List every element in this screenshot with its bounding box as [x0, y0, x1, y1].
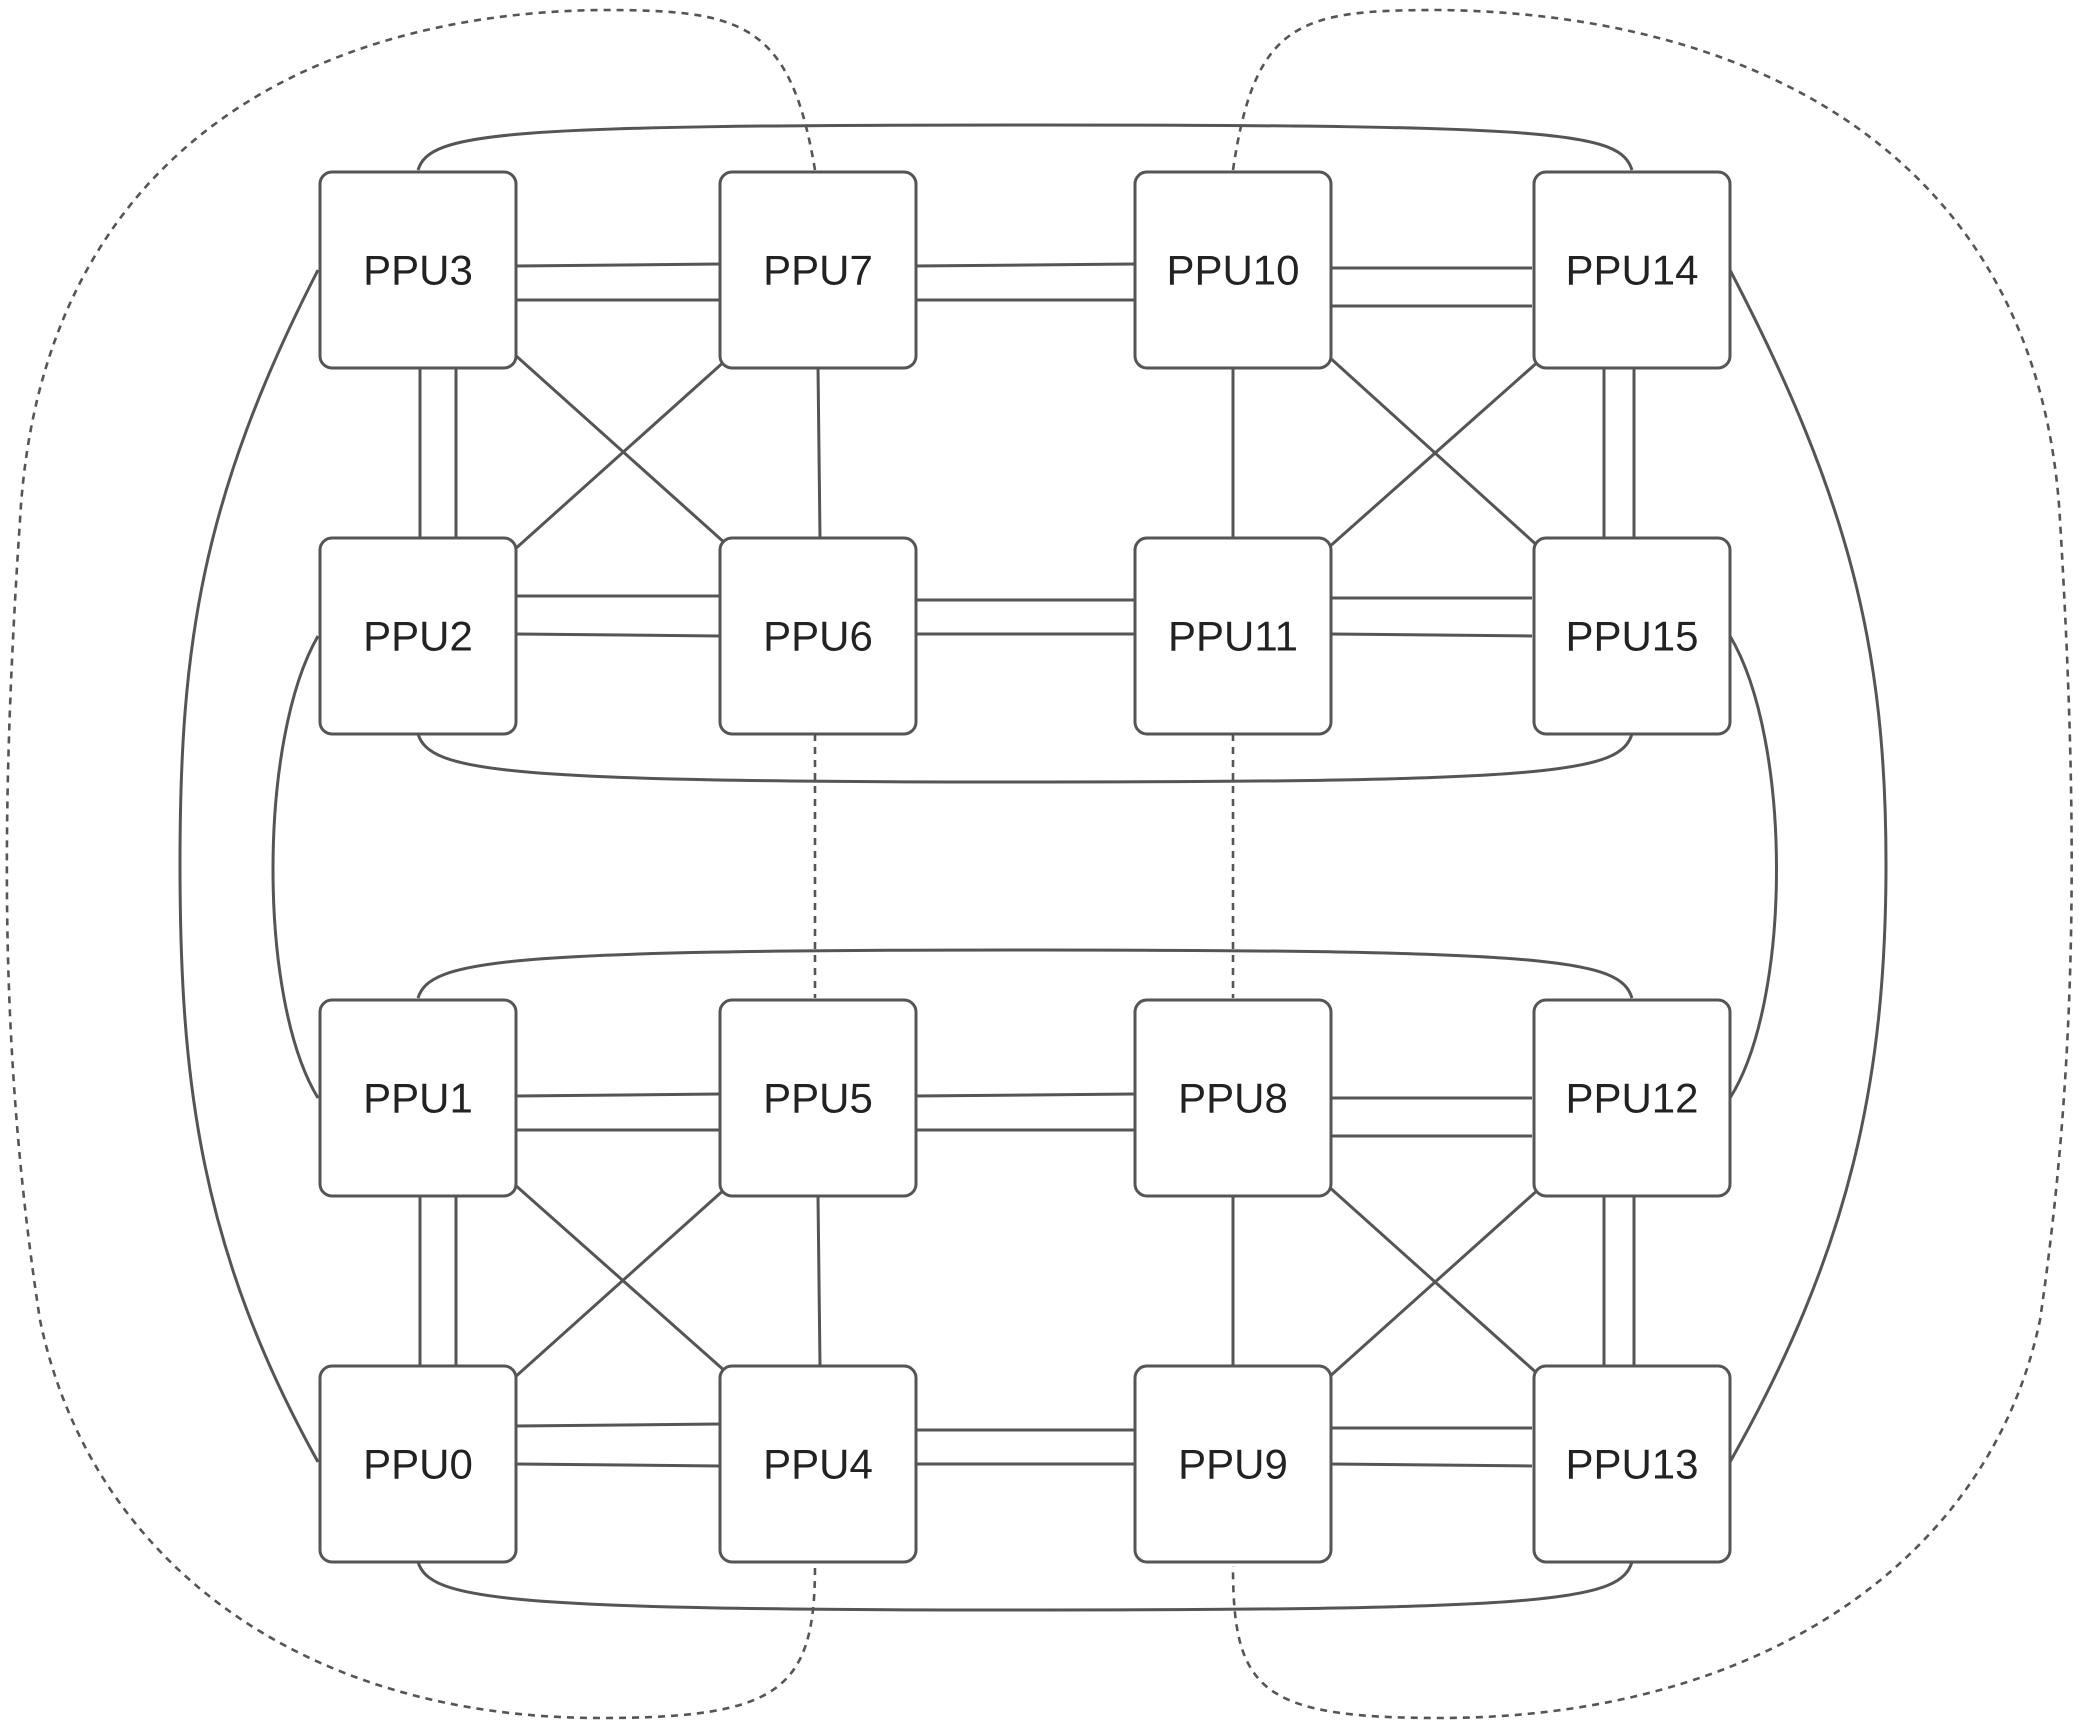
node-ppu7: PPU7	[718, 170, 918, 370]
node-ppu6: PPU6	[718, 536, 918, 736]
link-ppu0-ppu4	[515, 1422, 721, 1468]
node-label: PPU5	[763, 1075, 873, 1122]
node-ppu15: PPU15	[1532, 536, 1732, 736]
link-ppu7-ppu6	[816, 365, 822, 539]
link-ppu4-ppu9	[914, 1428, 1134, 1466]
link-ppu6-ppu11	[914, 598, 1134, 636]
node-label: PPU0	[363, 1441, 473, 1488]
node-label: PPU4	[763, 1441, 873, 1488]
node-label: PPU1	[363, 1075, 473, 1122]
link-ppu14-ppu13	[1728, 269, 1888, 1463]
node-label: PPU3	[363, 247, 473, 294]
node-ppu14: PPU14	[1532, 170, 1732, 370]
link-ppu14-ppu15	[1602, 366, 1636, 538]
node-label: PPU14	[1565, 247, 1698, 294]
link-ppu3-ppu14	[416, 123, 1634, 171]
link-ppu5-ppu8	[913, 1092, 1135, 1132]
link-ppu2-ppu1	[271, 635, 320, 1099]
link-ppu2-ppu6	[515, 594, 721, 638]
node-label: PPU15	[1565, 613, 1698, 660]
node-ppu3: PPU3	[318, 170, 518, 370]
link-ppu1-ppu0	[418, 1196, 458, 1366]
link-ppu15-ppu12	[1728, 635, 1778, 1099]
link-ppu1-ppu12	[416, 948, 1634, 999]
node-label: PPU10	[1166, 247, 1299, 294]
node-ppu12: PPU12	[1532, 998, 1732, 1198]
link-ppu3-ppu0	[178, 269, 320, 1463]
node-ppu2: PPU2	[318, 536, 518, 736]
link-ppu5-ppu0	[512, 1186, 728, 1380]
node-ppu0: PPU0	[318, 1364, 518, 1564]
link-ppu3-ppu2	[418, 366, 458, 538]
link-ppu5-ppu4	[816, 1195, 822, 1367]
link-ppu3-ppu6	[512, 352, 728, 546]
node-label: PPU8	[1178, 1075, 1288, 1122]
link-ppu12-ppu13	[1602, 1196, 1636, 1366]
node-label: PPU6	[763, 613, 873, 660]
link-ppu7-ppu10	[913, 262, 1135, 302]
node-label: PPU7	[763, 247, 873, 294]
node-ppu1: PPU1	[318, 998, 518, 1198]
node-label: PPU13	[1565, 1441, 1698, 1488]
link-ppu14-ppu11	[1327, 358, 1541, 550]
link-ppu12-ppu9	[1326, 1186, 1542, 1380]
node-ppu4: PPU4	[718, 1364, 918, 1564]
link-ppu9-ppu13	[1329, 1426, 1533, 1468]
link-ppu2-ppu15	[416, 733, 1634, 784]
node-ppu5: PPU5	[718, 998, 918, 1198]
link-ppu11-ppu15	[1329, 596, 1533, 638]
link-ppu7-ppu2	[512, 358, 728, 552]
node-ppu11: PPU11	[1133, 536, 1333, 736]
link-ppu3-ppu7	[515, 262, 721, 302]
link-ppu7-ppu4-dashed	[5, 8, 817, 1720]
link-ppu8-ppu12	[1330, 1096, 1532, 1138]
link-ppu1-ppu5	[515, 1092, 721, 1132]
node-ppu13: PPU13	[1532, 1364, 1732, 1564]
node-label: PPU12	[1565, 1075, 1698, 1122]
node-ppu8: PPU8	[1133, 998, 1333, 1198]
link-ppu10-ppu9-dashed	[1231, 8, 2073, 1720]
node-ppu10: PPU10	[1133, 170, 1333, 370]
node-label: PPU11	[1168, 613, 1298, 660]
link-ppu0-ppu13	[416, 1561, 1634, 1612]
link-ppu10-ppu14	[1330, 266, 1532, 308]
link-ppu1-ppu4	[513, 1182, 727, 1374]
node-label: PPU9	[1178, 1441, 1288, 1488]
node-ppu9: PPU9	[1133, 1364, 1333, 1564]
node-label: PPU2	[363, 613, 473, 660]
